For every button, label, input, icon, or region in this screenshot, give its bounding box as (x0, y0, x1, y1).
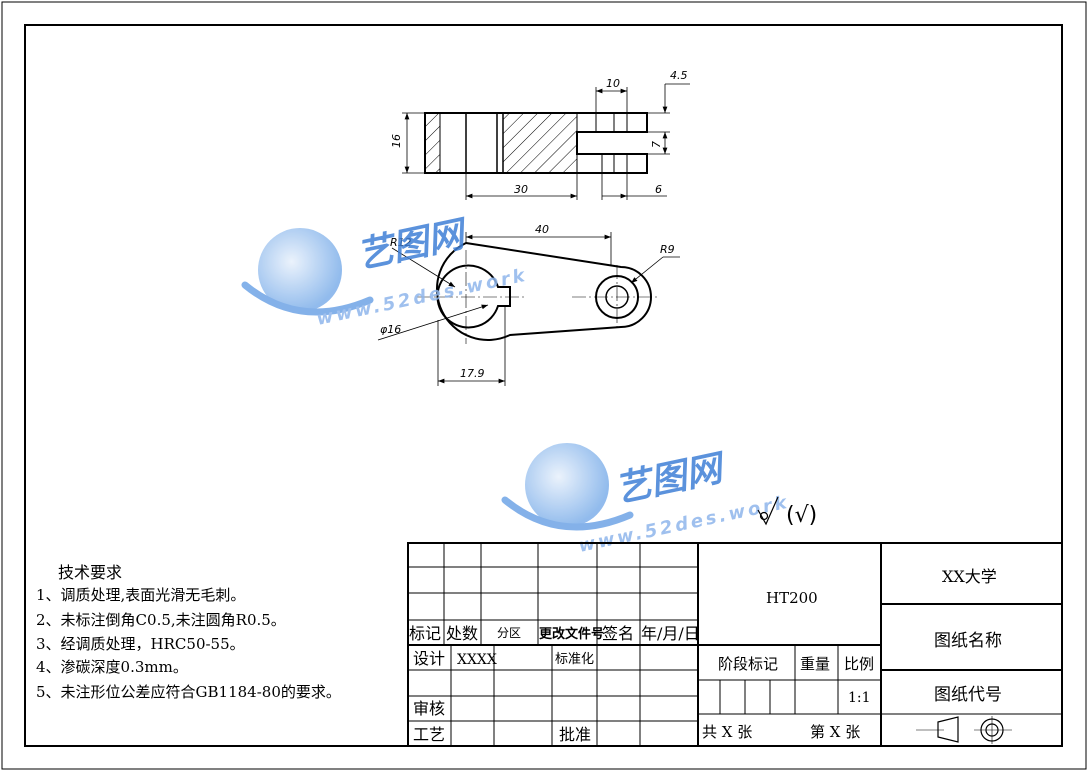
tb-scale-value: 1:1 (848, 690, 871, 706)
tb-approve-label: 批准 (559, 725, 591, 744)
watermark-brand-1: 艺图网 (353, 213, 472, 277)
tb-change-doc: 更改文件号 (539, 626, 604, 642)
tech-title: 技术要求 (58, 563, 122, 582)
surface-finish-symbol (757, 496, 779, 526)
tb-process-label: 工艺 (413, 725, 445, 744)
dim-small-radius: R9 (660, 243, 675, 256)
tb-material: HT200 (766, 589, 818, 607)
tech-item-1: 1、调质处理,表面光滑无毛刺。 (36, 586, 245, 604)
tech-item-4: 4、渗碳深度0.3mm。 (36, 658, 188, 676)
tech-item-3: 3、经调质处理，HRC50-55。 (36, 635, 245, 653)
watermark-url-1: www.52des.work (315, 265, 530, 330)
dim-keyway: 17.9 (460, 367, 485, 380)
surface-finish-note: (√) (786, 503, 817, 528)
dim-top-right: 4.5 (670, 69, 688, 82)
dim-bore: φ16 (380, 323, 401, 336)
title-block (407, 542, 1063, 747)
tech-item-2: 2、未标注倒角C0.5,未注圆角R0.5。 (36, 611, 286, 629)
tb-total-sheets: 共 X 张 (702, 723, 752, 741)
hatch-left (425, 113, 440, 173)
watermark-brand-2: 艺图网 (611, 447, 730, 511)
tb-zone: 分区 (497, 626, 521, 640)
front-view (402, 83, 690, 200)
tb-design-label: 设计 (413, 649, 445, 668)
title-block-text: 标记 处数 分区 更改文件号 签名 年/月/日 设计 XXXX 标准化 审核 工… (409, 567, 1002, 744)
globe-icon (525, 443, 609, 527)
tb-count: 处数 (446, 624, 478, 643)
dim-big-radius: R12 (390, 236, 412, 249)
tb-standardize-label: 标准化 (555, 652, 594, 667)
tb-school: XX大学 (942, 567, 997, 586)
hatch-main (503, 113, 577, 173)
tb-scale-label: 比例 (844, 655, 874, 673)
tb-designer: XXXX (457, 652, 497, 668)
dim-right-bottom: 6 (655, 183, 662, 196)
dim-length: 30 (514, 183, 528, 196)
tech-requirements: 技术要求 1、调质处理,表面光滑无毛刺。 2、未标注倒角C0.5,未注圆角R0.… (36, 563, 341, 701)
tech-item-5: 5、未注形位公差应符合GB1184-80的要求。 (36, 683, 341, 701)
tb-drawing-name: 图纸名称 (934, 631, 1002, 651)
globe-icon (258, 228, 342, 312)
tb-sign: 签名 (602, 624, 634, 643)
tb-sheet-number: 第 X 张 (810, 723, 860, 741)
dim-slot: 7 (650, 141, 663, 148)
top-view (377, 232, 680, 386)
tb-mark: 标记 (409, 624, 441, 643)
dim-height: 16 (390, 134, 403, 148)
tb-review-label: 审核 (413, 699, 445, 718)
tb-date: 年/月/日 (641, 624, 700, 643)
dim-center-distance: 40 (535, 223, 549, 236)
tb-stage-mark: 阶段标记 (718, 655, 778, 673)
dim-top-width: 10 (606, 77, 620, 90)
watermark-2: 艺图网 www.52des.work (501, 443, 791, 557)
projection-symbol-icon (916, 716, 1012, 744)
tb-weight: 重量 (800, 655, 830, 673)
tb-drawing-code: 图纸代号 (934, 685, 1002, 705)
